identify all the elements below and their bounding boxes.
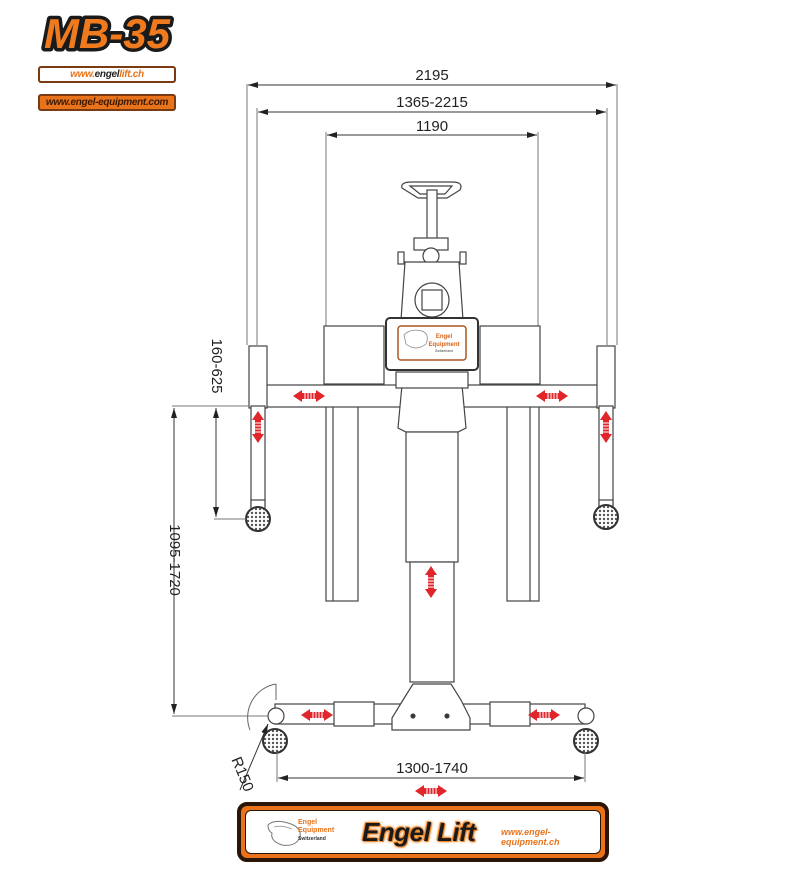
footer-banner: Engel Equipment Switzerland Engel Lift w… <box>237 802 609 862</box>
plate-logo-line1: Engel <box>436 334 453 340</box>
control-plate: Engel Equipment Switzerland <box>385 317 479 371</box>
dimension-label-leg-adjust: 160-625 <box>208 338 225 393</box>
dimension-label-base-width: 1300-1740 <box>396 760 468 777</box>
central-column <box>405 431 459 683</box>
url-link-engel-equipment[interactable]: www.engel-equipment.com <box>38 94 176 111</box>
dimension-label-overall-width: 2195 <box>415 67 448 84</box>
wheel-rear-left <box>262 728 288 754</box>
url-secondary-text: www.engel-equipment.com <box>45 97 169 108</box>
model-logo-text: MB-35 <box>44 10 171 57</box>
drive-head <box>397 237 467 321</box>
footer-mini-line2: Equipment <box>298 827 335 834</box>
url-rest: lift.ch <box>119 69 144 80</box>
url-brand: engel <box>94 69 120 80</box>
dimension-label-arm-span: 1365-2215 <box>396 94 468 111</box>
footer-mini-line1: Engel <box>298 819 318 826</box>
wing-logo-icon <box>267 820 301 846</box>
footer-brand: Engel Lift <box>362 817 476 847</box>
url-prefix: www. <box>70 69 95 80</box>
dimension-label-inner-width: 1190 <box>416 118 448 135</box>
dimension-inner-width: 1190 <box>325 118 539 330</box>
footer-mini-line3: Switzerland <box>298 836 326 842</box>
leg-right <box>596 345 616 511</box>
frame-body <box>323 325 541 602</box>
dimension-base-width: 1300-1740 <box>276 752 586 782</box>
model-logo: MB-35 MB-35 <box>40 8 174 60</box>
plate-logo-line2: Equipment <box>429 342 460 348</box>
model-logo-outline: MB-35 <box>44 10 171 57</box>
dimension-frame-length: 1095-1720 <box>166 405 268 717</box>
footer-banner-inner: Engel Equipment Switzerland Engel Lift w… <box>245 810 601 854</box>
wheel-front-right <box>593 504 619 530</box>
footer-url-link[interactable]: www.engel-equipment.ch <box>501 827 560 847</box>
dimension-arm-span: 1365-2215 <box>256 94 608 345</box>
steering-handle <box>401 181 462 241</box>
dimension-overall-width: 2195 <box>246 67 618 345</box>
leg-left <box>248 345 268 511</box>
footer-mini-logo: Engel Equipment Switzerland <box>298 819 334 843</box>
wheel-rear-right <box>573 728 599 754</box>
base-width-arrow <box>414 784 448 798</box>
cross-arm <box>261 371 603 433</box>
dimension-label-frame-length: 1095-1720 <box>166 524 183 596</box>
plate-logo-line3: Switzerland <box>435 349 453 353</box>
base-frame <box>267 683 595 731</box>
wheel-front-left <box>245 506 271 532</box>
dimension-leg-adjust: 160-625 <box>208 338 249 520</box>
